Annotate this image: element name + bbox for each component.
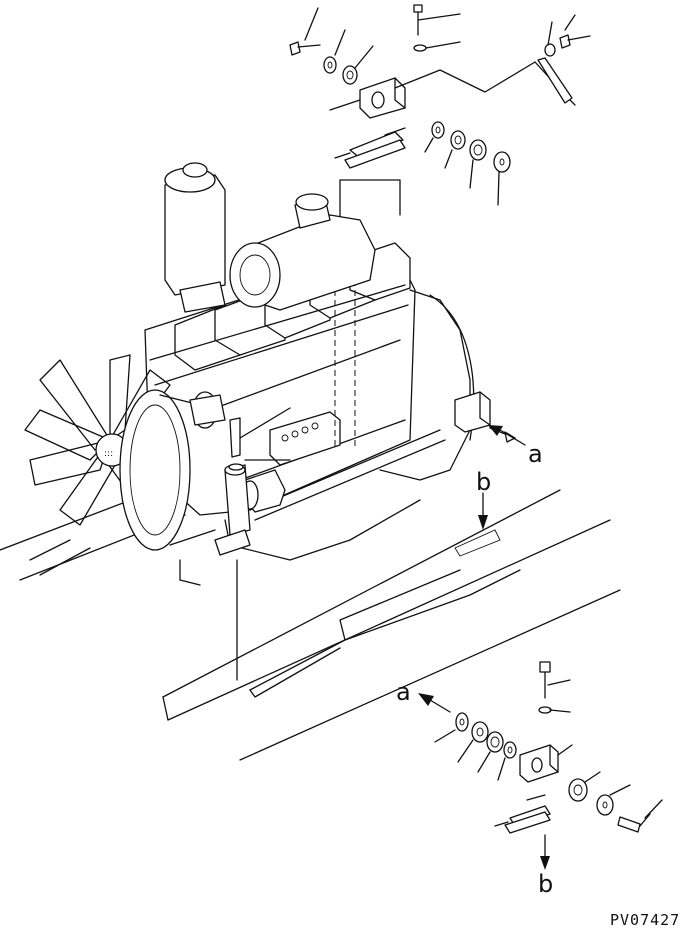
arrow-b-bottom-head [540,856,550,870]
arrow-a-bottom-head [418,693,434,706]
bottom-exploded-parts [434,661,663,834]
svg-text::::: ::: [104,449,113,459]
arrow-a-top-head [488,425,503,436]
frame-rails [0,484,621,761]
belt-pulley [119,389,226,551]
air-cleaner [164,162,226,313]
front-engine-mount [214,407,291,681]
drawing-code: PV07427 [610,911,680,929]
label-b-bottom: b [538,870,553,898]
arrows [418,425,550,870]
rear-mount-bracket [454,391,516,443]
top-exploded-parts [289,4,591,206]
muffler [229,193,376,311]
label-a-bottom: a [396,678,411,706]
label-a-top: a [528,440,543,468]
arrow-b-top-head [478,515,488,530]
label-b-top: b [476,468,491,496]
